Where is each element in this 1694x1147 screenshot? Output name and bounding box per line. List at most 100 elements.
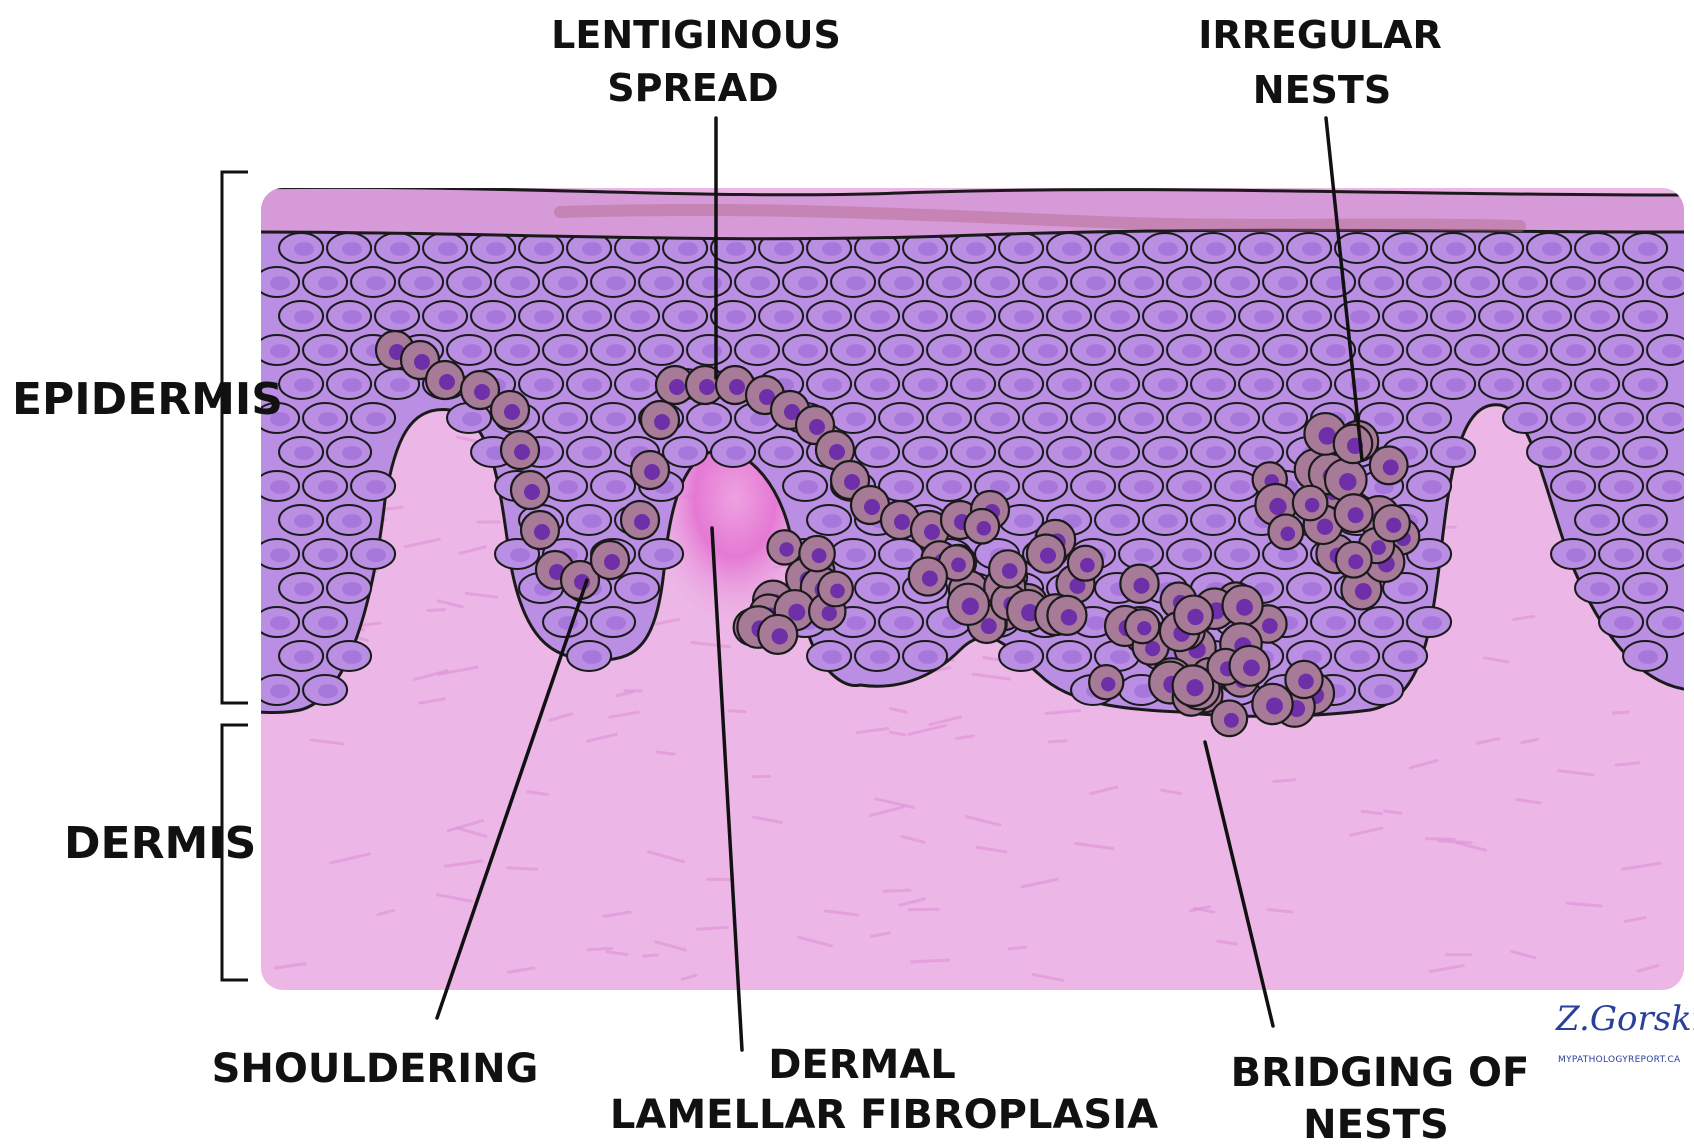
keratinocyte-nucleus bbox=[870, 446, 890, 460]
keratinocyte-nucleus bbox=[990, 276, 1010, 290]
keratinocyte-nucleus bbox=[1494, 242, 1514, 256]
keratinocyte-nucleus bbox=[1446, 310, 1466, 324]
melanocyte-nucleus bbox=[1040, 548, 1056, 564]
keratinocyte-nucleus bbox=[1134, 548, 1154, 562]
keratinocyte-nucleus bbox=[270, 276, 290, 290]
keratinocyte-nucleus bbox=[1326, 616, 1346, 630]
melanocyte-nucleus bbox=[1317, 519, 1333, 535]
keratinocyte-nucleus bbox=[894, 412, 914, 426]
melanocyte-nucleus bbox=[524, 484, 540, 500]
keratinocyte-nucleus bbox=[534, 378, 554, 392]
keratinocyte-nucleus bbox=[1638, 310, 1658, 324]
keratinocyte-nucleus bbox=[318, 548, 338, 562]
keratinocyte-nucleus bbox=[1182, 412, 1202, 426]
label-epidermis: EPIDERMIS bbox=[12, 374, 283, 425]
keratinocyte-nucleus bbox=[1638, 514, 1658, 528]
melanocyte-nucleus bbox=[1101, 677, 1115, 691]
keratinocyte-nucleus bbox=[678, 310, 698, 324]
keratinocyte-nucleus bbox=[270, 480, 290, 494]
keratinocyte-nucleus bbox=[798, 276, 818, 290]
keratinocyte-nucleus bbox=[510, 276, 530, 290]
keratinocyte-nucleus bbox=[366, 276, 386, 290]
keratinocyte-nucleus bbox=[1374, 276, 1394, 290]
keratinocyte-nucleus bbox=[1182, 548, 1202, 562]
melanocyte-nucleus bbox=[977, 521, 991, 535]
label-irregular-nests-line1: IRREGULAR bbox=[1198, 13, 1442, 57]
melanocyte-nucleus bbox=[504, 404, 520, 420]
keratinocyte-nucleus bbox=[798, 344, 818, 358]
keratinocyte-nucleus bbox=[558, 344, 578, 358]
keratinocyte-nucleus bbox=[750, 344, 770, 358]
keratinocyte-nucleus bbox=[1254, 378, 1274, 392]
keratinocyte-nucleus bbox=[366, 548, 386, 562]
keratinocyte-nucleus bbox=[1230, 480, 1250, 494]
keratinocyte-nucleus bbox=[1182, 480, 1202, 494]
keratinocyte-nucleus bbox=[1614, 548, 1634, 562]
keratinocyte-nucleus bbox=[1014, 514, 1034, 528]
keratinocyte-nucleus bbox=[582, 242, 602, 256]
dermal-fiber bbox=[1613, 712, 1628, 713]
keratinocyte-nucleus bbox=[1182, 276, 1202, 290]
keratinocyte-nucleus bbox=[1038, 344, 1058, 358]
keratinocyte-nucleus bbox=[1518, 344, 1538, 358]
keratinocyte-nucleus bbox=[822, 378, 842, 392]
keratinocyte-nucleus bbox=[1206, 446, 1226, 460]
keratinocyte-nucleus bbox=[294, 582, 314, 596]
keratinocyte-nucleus bbox=[1038, 480, 1058, 494]
keratinocyte-nucleus bbox=[1302, 242, 1322, 256]
keratinocyte-nucleus bbox=[870, 310, 890, 324]
keratinocyte-nucleus bbox=[462, 276, 482, 290]
melanocyte-nucleus bbox=[474, 384, 490, 400]
keratinocyte-nucleus bbox=[1662, 548, 1682, 562]
keratinocyte-nucleus bbox=[1350, 242, 1370, 256]
keratinocyte-nucleus bbox=[1110, 310, 1130, 324]
keratinocyte-nucleus bbox=[678, 242, 698, 256]
dermal-fiber bbox=[1009, 947, 1025, 948]
melanocyte-nucleus bbox=[772, 628, 788, 644]
keratinocyte-nucleus bbox=[270, 344, 290, 358]
keratinocyte-nucleus bbox=[1566, 344, 1586, 358]
keratinocyte-nucleus bbox=[846, 276, 866, 290]
keratinocyte-nucleus bbox=[1398, 378, 1418, 392]
keratinocyte-nucleus bbox=[1134, 276, 1154, 290]
melanocyte-nucleus bbox=[864, 499, 880, 515]
keratinocyte-nucleus bbox=[1014, 650, 1034, 664]
keratinocyte-nucleus bbox=[462, 412, 482, 426]
melanocyte-nucleus bbox=[812, 548, 827, 563]
watermark-signature: Z.Gorski bbox=[1555, 999, 1694, 1039]
keratinocyte-nucleus bbox=[1230, 276, 1250, 290]
melanocyte-nucleus bbox=[1371, 540, 1386, 555]
keratinocyte-nucleus bbox=[1590, 378, 1610, 392]
keratinocyte-nucleus bbox=[510, 548, 530, 562]
dermal-fiber bbox=[1274, 780, 1295, 782]
keratinocyte-nucleus bbox=[606, 616, 626, 630]
keratinocyte-nucleus bbox=[558, 412, 578, 426]
keratinocyte-nucleus bbox=[1230, 548, 1250, 562]
melanocyte-nucleus bbox=[1383, 459, 1399, 475]
keratinocyte-nucleus bbox=[1566, 412, 1586, 426]
label-dermal-line2: LAMELLAR FIBROPLASIA bbox=[610, 1092, 1158, 1138]
keratinocyte-nucleus bbox=[630, 582, 650, 596]
keratinocyte-nucleus bbox=[1374, 684, 1394, 698]
keratinocyte-nucleus bbox=[1206, 242, 1226, 256]
keratinocyte-nucleus bbox=[918, 378, 938, 392]
melanocyte-nucleus bbox=[962, 598, 979, 615]
keratinocyte-nucleus bbox=[1422, 344, 1442, 358]
keratinocyte-nucleus bbox=[1614, 344, 1634, 358]
label-shouldering: SHOULDERING bbox=[212, 1046, 539, 1092]
keratinocyte-nucleus bbox=[894, 344, 914, 358]
melanocyte-nucleus bbox=[951, 557, 966, 572]
keratinocyte-nucleus bbox=[414, 276, 434, 290]
keratinocyte-nucleus bbox=[1086, 616, 1106, 630]
label-lentiginous-spread-line2: SPREAD bbox=[607, 66, 778, 110]
keratinocyte-nucleus bbox=[1542, 310, 1562, 324]
keratinocyte-nucleus bbox=[1590, 242, 1610, 256]
keratinocyte-nucleus bbox=[1086, 344, 1106, 358]
keratinocyte-nucleus bbox=[1278, 344, 1298, 358]
keratinocyte-nucleus bbox=[1638, 650, 1658, 664]
keratinocyte-nucleus bbox=[390, 242, 410, 256]
keratinocyte-nucleus bbox=[654, 548, 674, 562]
keratinocyte-nucleus bbox=[318, 276, 338, 290]
keratinocyte-nucleus bbox=[822, 310, 842, 324]
